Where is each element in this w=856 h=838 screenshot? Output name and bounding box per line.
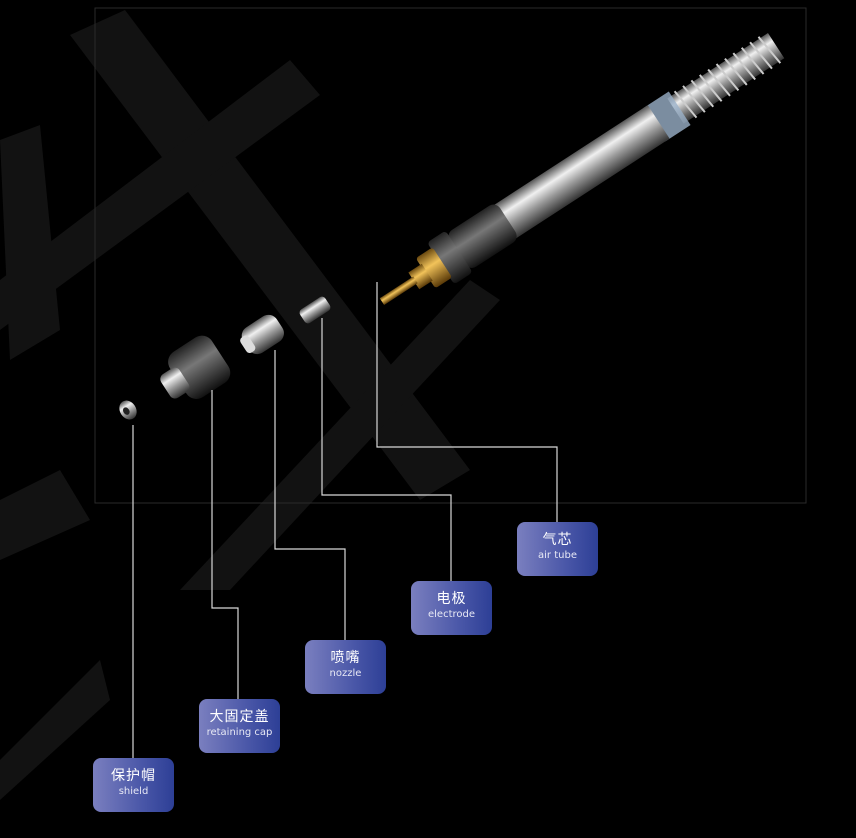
air-tube-part <box>379 276 418 305</box>
torch-body <box>379 33 785 305</box>
label-electrode: 电极 electrode <box>411 581 492 635</box>
retaining-cap-part <box>160 335 231 399</box>
nozzle-part <box>240 314 284 355</box>
label-zh: 大固定盖 <box>209 709 270 725</box>
electrode-part <box>299 296 331 324</box>
label-shield: 保护帽 shield <box>93 758 174 812</box>
shield-part <box>119 400 137 420</box>
label-en: shield <box>118 786 149 797</box>
leader-retaining-cap <box>211 390 239 699</box>
background-pattern <box>0 10 500 800</box>
label-nozzle: 喷嘴 nozzle <box>305 640 386 694</box>
leader-air-tube <box>376 282 558 522</box>
label-en: air tube <box>538 550 577 561</box>
leader-nozzle <box>274 350 346 640</box>
label-zh: 电极 <box>436 591 467 607</box>
label-zh: 喷嘴 <box>330 650 361 666</box>
label-en: nozzle <box>329 668 362 679</box>
leader-electrode <box>321 318 452 581</box>
label-retaining-cap: 大固定盖 retaining cap <box>199 699 280 753</box>
label-air-tube: 气芯 air tube <box>517 522 598 576</box>
label-en: retaining cap <box>206 727 273 738</box>
label-en: electrode <box>427 609 475 620</box>
label-zh: 气芯 <box>542 532 573 548</box>
parts <box>119 296 331 420</box>
label-zh: 保护帽 <box>111 768 156 784</box>
leader-lines <box>132 282 558 758</box>
